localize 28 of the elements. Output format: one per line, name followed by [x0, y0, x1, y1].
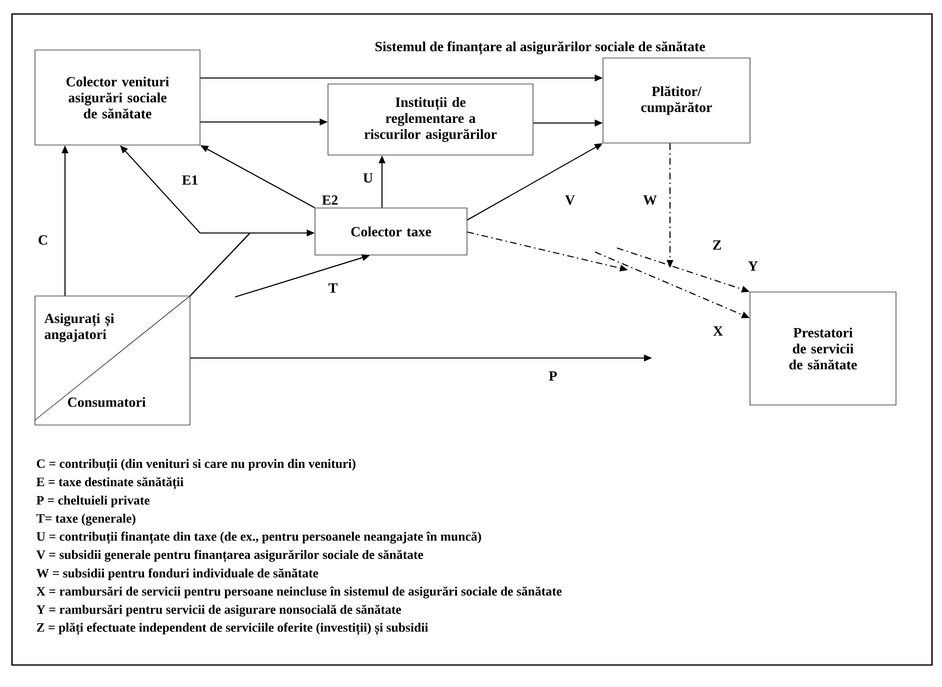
key-line: X = rambursări de servicii pentru persoane neincluse în sistemul de asigurări sociale de sănătate: [36, 586, 562, 598]
process-box: Plătitor/ cumpărător: [602, 58, 750, 144]
key-line: W = subsidii pentru fonduri individuale de sănătate: [36, 568, 318, 580]
edge-label: T: [327, 282, 339, 294]
edge-label: X: [712, 325, 724, 337]
letter-label: Z: [711, 239, 723, 251]
key-line: C = contribuții (din venituri si care nu provin din venituri): [36, 458, 356, 472]
process-box: Colector taxe: [314, 208, 468, 256]
edge-label: P: [547, 370, 559, 382]
key-line: E = taxe destinate sănătății: [36, 477, 184, 490]
key-line: P = cheltuieli private: [36, 496, 150, 508]
process-box: Colector venituri asigurări sociale de sănătate: [34, 50, 200, 146]
edge-label: C: [36, 234, 50, 246]
edge-label: E1: [180, 174, 200, 186]
edge-label: V: [564, 194, 576, 206]
key-line: T= taxe (generale): [36, 514, 136, 526]
process-box: Instituții de reglementare a riscurilor asigurărilor: [328, 84, 534, 156]
edge-label: E2: [320, 194, 340, 206]
process-box: Prestatori de servicii de sănătate: [750, 292, 896, 406]
edge-label: U: [362, 172, 374, 184]
edge-label: W: [642, 194, 658, 206]
key-line: Y = rambursări pentru servicii de asigurare nonsocială de sănătate: [36, 604, 402, 617]
title: Sistemul de finanțare al asigurărilor sociale de sănătate: [375, 41, 706, 55]
split-box: Asigurați și angajatori Consumatori: [34, 295, 191, 426]
key-line: U = contribuții finanțate din taxe (de ex., pentru persoanele neangajate în muncă): [36, 532, 482, 544]
key-line: Z = plăți efectuate independent de serviciile oferite (investiții) și subsidii: [36, 622, 428, 635]
edge-label: Y: [746, 260, 760, 272]
key-line: V = subsidii generale pentru finanțarea asigurărilor sociale de sănătate: [36, 550, 424, 562]
